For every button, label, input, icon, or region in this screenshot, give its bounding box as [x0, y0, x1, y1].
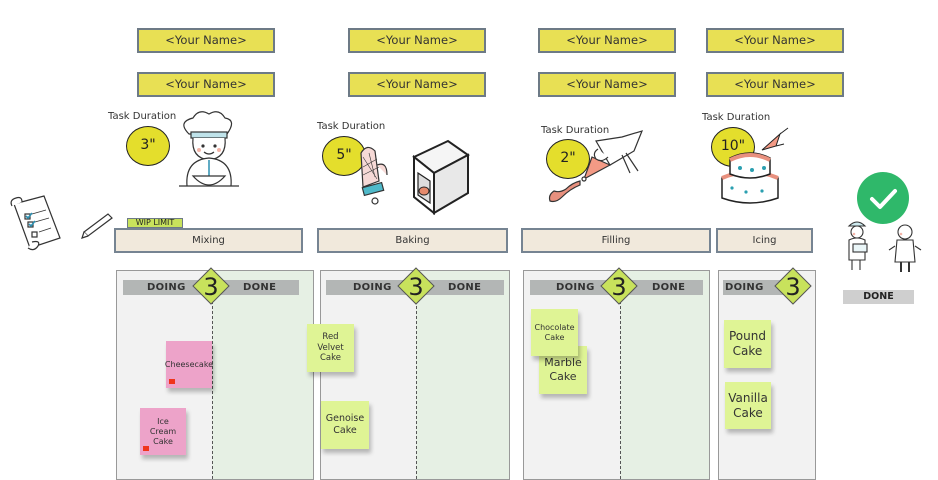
- owner-name-field[interactable]: <Your Name>: [538, 28, 676, 53]
- owner-name-field[interactable]: <Your Name>: [137, 72, 275, 97]
- wip-limit-diamond: 3: [600, 267, 638, 305]
- task-card-label: Marble Cake: [544, 356, 582, 383]
- oven-icon: [412, 139, 470, 216]
- wip-limit-value: 3: [408, 273, 423, 301]
- task-card-label: Chocolate Cake: [534, 322, 575, 342]
- doing-done-divider: [620, 301, 621, 479]
- wip-limit-diamond: 3: [192, 267, 230, 305]
- owner-name-field[interactable]: <Your Name>: [348, 28, 486, 53]
- stage-header-baking: Baking: [317, 228, 508, 253]
- task-duration-label: Task Duration: [541, 125, 610, 136]
- task-card-label: Cheesecake: [164, 359, 214, 369]
- stage-header-mixing: Mixing: [114, 228, 303, 253]
- column-header-doing: DOING: [725, 282, 764, 293]
- task-duration-label: Task Duration: [108, 111, 177, 122]
- column-header-bar: [723, 280, 785, 295]
- task-card[interactable]: Pound Cake: [724, 320, 771, 368]
- done-column-area: [416, 271, 509, 479]
- blocked-flag-icon: [169, 379, 175, 384]
- owner-name-field[interactable]: <Your Name>: [538, 72, 676, 97]
- done-column-area: [212, 271, 313, 479]
- doing-done-divider: [416, 301, 417, 479]
- owner-name-field[interactable]: <Your Name>: [706, 72, 844, 97]
- done-column-label: DONE: [843, 290, 914, 304]
- task-duration-label: Task Duration: [702, 112, 771, 123]
- task-card-label: Red Velvet Cake: [317, 332, 344, 364]
- oven-mitt-icon: [360, 146, 388, 205]
- decorated-cake-icon: [721, 127, 789, 204]
- task-card[interactable]: Cheesecake: [164, 341, 214, 388]
- task-card-label: Pound Cake: [729, 329, 766, 358]
- piping-bag-icon: [548, 130, 644, 203]
- wip-limit-tag: WIP LIMIT: [127, 218, 183, 228]
- wip-limit-diamond: 3: [774, 267, 812, 305]
- task-duration-badge: 3": [126, 126, 170, 166]
- check-circle-icon: [857, 172, 909, 224]
- doing-done-divider: [212, 301, 213, 479]
- done-column-area: [620, 271, 709, 479]
- column-header-doing: DOING: [147, 282, 186, 293]
- task-card[interactable]: Ice Cream Cake: [140, 408, 186, 455]
- owner-name-field[interactable]: <Your Name>: [348, 72, 486, 97]
- owner-name-field[interactable]: <Your Name>: [706, 28, 844, 53]
- task-duration-badge: 5": [322, 136, 366, 176]
- task-card[interactable]: Red Velvet Cake: [307, 324, 354, 372]
- task-card-label: Ice Cream Cake: [149, 416, 177, 446]
- task-card-label: Genoise Cake: [325, 413, 365, 436]
- chef-mixing-bowl-icon: [179, 111, 239, 187]
- wip-limit-value: 3: [203, 273, 218, 301]
- column-header-done: DONE: [448, 282, 482, 293]
- checklist-scroll-and-pen-icon: [10, 195, 113, 251]
- stage-header-icing: Icing: [716, 228, 813, 253]
- task-card[interactable]: Genoise Cake: [321, 401, 369, 449]
- lane-icing: DOING: [718, 270, 816, 480]
- task-card[interactable]: Vanilla Cake: [725, 382, 771, 429]
- wip-limit-value: 3: [611, 273, 626, 301]
- task-duration-badge: 2": [546, 139, 590, 179]
- column-header-doing: DOING: [353, 282, 392, 293]
- task-duration-label: Task Duration: [317, 121, 386, 132]
- task-card[interactable]: Chocolate Cake: [531, 309, 578, 356]
- wip-limit-diamond: 3: [397, 267, 435, 305]
- lane-baking: DOING DONE: [320, 270, 510, 480]
- lane-filling: DOING DONE: [523, 270, 710, 480]
- stage-header-filling: Filling: [521, 228, 711, 253]
- column-header-done: DONE: [652, 282, 686, 293]
- customers-receiving-cake-icon: [847, 221, 922, 272]
- wip-limit-value: 3: [785, 273, 800, 301]
- column-header-done: DONE: [243, 282, 277, 293]
- blocked-flag-icon: [143, 446, 149, 451]
- column-header-doing: DOING: [556, 282, 595, 293]
- owner-name-field[interactable]: <Your Name>: [137, 28, 275, 53]
- task-card-label: Vanilla Cake: [728, 390, 768, 420]
